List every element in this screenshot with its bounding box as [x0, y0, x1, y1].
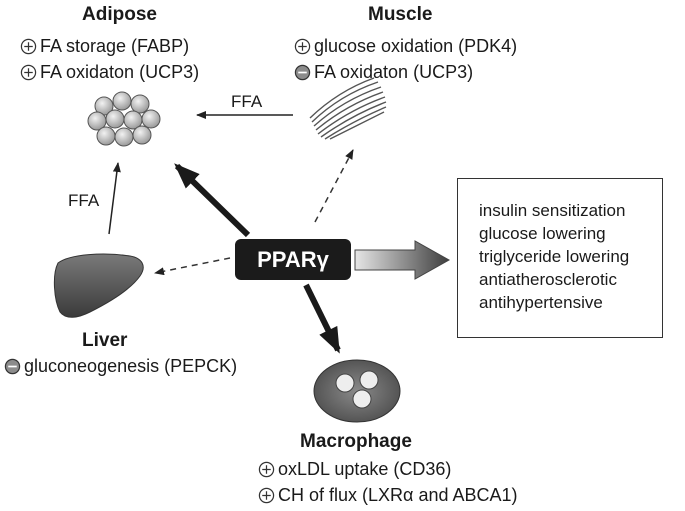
plus-symbol-icon	[294, 38, 311, 55]
minus-symbol-icon	[4, 358, 21, 375]
ppar-gamma-node: PPARγ	[235, 239, 351, 280]
muscle-item-2: FA oxidaton (UCP3)	[294, 62, 473, 83]
ppar-to-macrophage-thick-arrow	[303, 283, 341, 354]
plus-symbol-icon	[258, 461, 275, 478]
macrophage-item-1: oxLDL uptake (CD36)	[258, 459, 451, 480]
ppar-to-adipose-thick-arrow	[174, 163, 251, 238]
macrophage-item-2-text: CH of flux (LXRα and ABCA1)	[278, 485, 518, 505]
adipose-item-2-text: FA oxidaton (UCP3)	[40, 62, 200, 82]
effect-item: insulin sensitization	[479, 201, 626, 220]
liver-icon	[53, 253, 144, 318]
ppar-gamma-label: PPARγ	[257, 246, 329, 272]
adipose-item-1-text: FA storage (FABP)	[40, 36, 190, 56]
ffa-label-muscle: FFA	[231, 92, 263, 111]
macrophage-title: Macrophage	[300, 431, 412, 452]
liver-title: Liver	[82, 330, 128, 351]
plus-symbol-icon	[20, 64, 37, 81]
liver-item-1: gluconeogenesis (PEPCK)	[4, 356, 237, 377]
ppar-to-muscle-dashed-arrow	[314, 149, 354, 223]
effect-item: antiatherosclerotic	[479, 270, 617, 289]
ffa-liver-to-adipose-arrow	[108, 162, 121, 235]
macrophage-item-1-text: oxLDL uptake (CD36)	[278, 459, 452, 479]
adipose-title: Adipose	[82, 4, 157, 25]
muscle-item-1: glucose oxidation (PDK4)	[294, 36, 517, 57]
effect-item: triglyceride lowering	[479, 247, 630, 266]
plus-symbol-icon	[20, 38, 37, 55]
adipose-cells-icon	[87, 91, 161, 147]
effect-item: antihypertensive	[479, 293, 603, 312]
ppar-to-effects-arrow	[354, 240, 451, 280]
adipose-item-1: FA storage (FABP)	[20, 36, 189, 57]
muscle-title: Muscle	[368, 4, 433, 25]
muscle-item-2-text: FA oxidaton (UCP3)	[314, 62, 474, 82]
effects-box: insulin sensitization glucose lowering t…	[457, 178, 663, 338]
muscle-item-1-text: glucose oxidation (PDK4)	[314, 36, 518, 56]
plus-symbol-icon	[258, 487, 275, 504]
macrophage-item-2: CH of flux (LXRα and ABCA1)	[258, 485, 518, 506]
ppar-to-liver-dashed-arrow	[154, 257, 231, 276]
macrophage-icon	[313, 359, 401, 423]
muscle-fiber-icon	[309, 77, 387, 140]
liver-item-1-text: gluconeogenesis (PEPCK)	[24, 356, 238, 376]
adipose-item-2: FA oxidaton (UCP3)	[20, 62, 199, 83]
ffa-label-liver: FFA	[68, 191, 100, 210]
effect-item: glucose lowering	[479, 224, 606, 243]
minus-symbol-icon	[294, 64, 311, 81]
